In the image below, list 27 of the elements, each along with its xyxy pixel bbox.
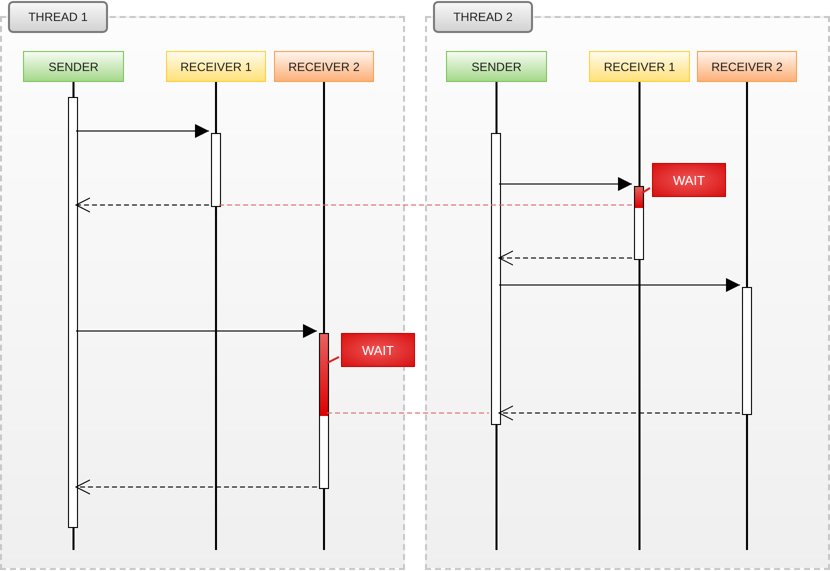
wait-label: WAIT bbox=[341, 333, 415, 367]
activation-bar bbox=[742, 287, 752, 415]
thread-tab: THREAD 1 bbox=[8, 1, 108, 33]
participant-header: RECEIVER 2 bbox=[697, 51, 797, 82]
participant-header: RECEIVER 1 bbox=[166, 51, 266, 82]
return-arrow bbox=[76, 480, 318, 494]
return-arrow bbox=[76, 198, 210, 212]
participant-header: RECEIVER 1 bbox=[589, 51, 690, 82]
activation-bar bbox=[634, 186, 644, 260]
participant-header: SENDER bbox=[446, 51, 547, 82]
participant-header: RECEIVER 2 bbox=[274, 51, 374, 82]
message-arrow bbox=[76, 124, 210, 138]
dashed-connector bbox=[326, 412, 490, 414]
leader-line bbox=[641, 187, 651, 194]
participant-header: SENDER bbox=[23, 51, 124, 82]
message-arrow bbox=[498, 177, 632, 191]
activation-bar bbox=[491, 133, 501, 425]
activation-bar bbox=[211, 133, 221, 207]
message-arrow bbox=[76, 324, 318, 338]
return-arrow bbox=[498, 250, 632, 266]
message-arrow bbox=[498, 278, 740, 292]
activation-bar bbox=[319, 333, 329, 489]
thread-tab: THREAD 2 bbox=[433, 1, 533, 33]
return-arrow bbox=[498, 406, 740, 420]
dashed-connector bbox=[218, 204, 632, 206]
leader-line bbox=[326, 356, 340, 364]
wait-label: WAIT bbox=[652, 163, 726, 197]
